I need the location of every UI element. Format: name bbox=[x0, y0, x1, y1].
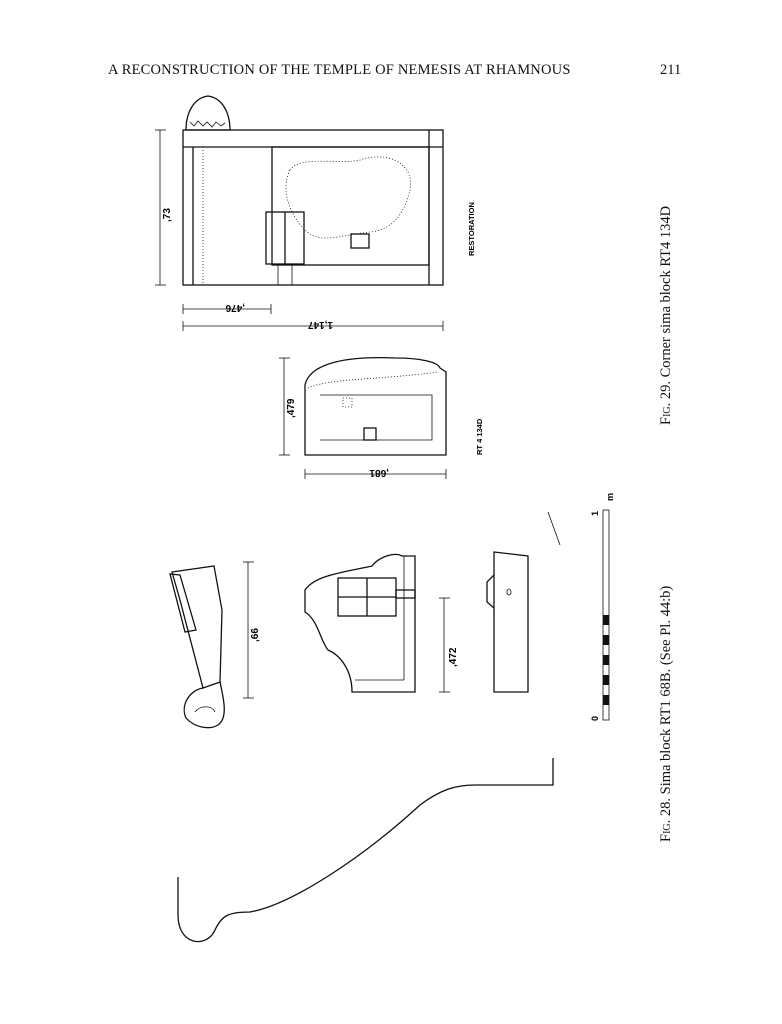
sima-block-face: ,472 bbox=[304, 553, 459, 693]
dim-73-label: ,73 bbox=[162, 208, 173, 222]
block-face-outline bbox=[304, 553, 416, 693]
large-cyma-profile bbox=[177, 758, 554, 943]
profile-molding-detail bbox=[194, 706, 216, 713]
restoration-face-panel bbox=[271, 146, 430, 266]
restoration-drawing: ,73 ,476 1,147 RESTORATION bbox=[155, 95, 476, 331]
block-rt4-dowel-hole bbox=[342, 397, 353, 408]
scale-bar-unit: m bbox=[605, 493, 615, 501]
block-rt4-top-texture bbox=[307, 371, 439, 389]
sima-plan-view bbox=[486, 551, 529, 693]
restoration-spout bbox=[350, 233, 370, 249]
restoration-outer bbox=[182, 129, 444, 286]
block-rt4-spout bbox=[363, 427, 377, 441]
dim-1147-label: 1,147 bbox=[308, 319, 333, 330]
profile-hatched-strip bbox=[169, 573, 197, 633]
sima-profile-section: ,66 bbox=[169, 561, 261, 729]
block-face-channel bbox=[395, 589, 416, 599]
scale-bar-seg-4 bbox=[603, 675, 609, 685]
profile-hatched-section bbox=[171, 565, 223, 689]
profile-molding bbox=[183, 681, 225, 729]
scale-bar: 0 1 m bbox=[590, 493, 615, 721]
scale-bar-seg-2 bbox=[603, 635, 609, 645]
stray-mark bbox=[547, 511, 561, 546]
scale-bar-start: 0 bbox=[590, 716, 600, 721]
scale-bar-seg-3 bbox=[603, 655, 609, 665]
block-rt4-label: RT 4 134D bbox=[475, 418, 484, 455]
restoration-label: RESTORATION bbox=[467, 202, 476, 256]
dim-66-label: ,66 bbox=[250, 628, 261, 642]
running-title: A RECONSTRUCTION OF THE TEMPLE OF NEMESI… bbox=[108, 62, 571, 78]
restoration-lion-head bbox=[285, 156, 412, 239]
dim-476-label: ,476 bbox=[225, 302, 245, 313]
acroterion-hatching bbox=[189, 120, 226, 128]
acroterion-fragment bbox=[185, 95, 231, 131]
plan-hole bbox=[506, 588, 512, 596]
block-rt4-outline bbox=[304, 357, 447, 456]
plan-projection bbox=[486, 574, 495, 609]
page-number: 211 bbox=[660, 62, 682, 78]
dim-472-label: ,472 bbox=[448, 647, 459, 667]
block-rt4-drawing: ,479 ,681 RT 4 134D bbox=[279, 357, 484, 479]
dim-479-label: ,479 bbox=[286, 398, 297, 418]
scale-bar-seg-5 bbox=[603, 695, 609, 705]
plan-outline bbox=[493, 551, 529, 693]
scale-bar-seg-1 bbox=[603, 615, 609, 625]
dim-681-label: ,681 bbox=[369, 467, 389, 478]
scale-bar-end: 1 bbox=[590, 511, 600, 516]
